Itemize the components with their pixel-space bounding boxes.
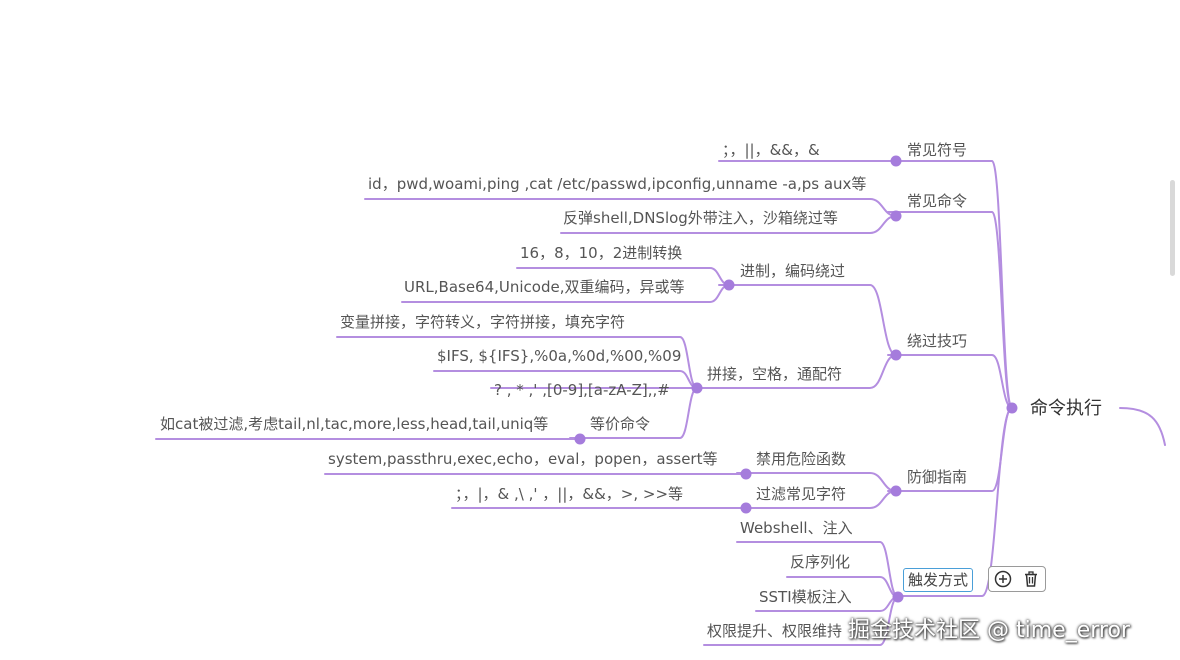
node-encoding[interactable]: 进制，编码绕过 [740, 262, 846, 280]
node-filter-chars[interactable]: 过滤常见字符 [756, 485, 847, 503]
leaf-equivalent[interactable]: 如cat被过滤,考虑tail,nl,tac,more,less,head,tai… [160, 415, 549, 433]
leaf-filter-chars[interactable]: ；，|，& ,\ ,' ，||，&&，>, >>等 [455, 485, 684, 503]
root-node[interactable]: 命令执行 [1030, 398, 1102, 419]
node-danger-func[interactable]: 禁用危险函数 [756, 450, 847, 468]
trash-icon [1025, 571, 1037, 587]
dot-defense[interactable] [890, 485, 902, 497]
node-toolbar [988, 566, 1046, 592]
connector-root-trigger [899, 407, 1013, 597]
dot-concat[interactable] [691, 382, 703, 394]
node-symbols[interactable]: 常见符号 [907, 141, 968, 159]
root-tail-connector [1119, 407, 1166, 446]
delete-node-button[interactable] [1020, 568, 1042, 590]
add-node-button[interactable] [992, 568, 1014, 590]
leaf-commands-1[interactable]: id，pwd,woami,ping ,cat /etc/passwd,ipcon… [368, 175, 867, 193]
node-commands[interactable]: 常见命令 [907, 192, 968, 210]
node-concat[interactable]: 拼接，空格，通配符 [707, 365, 843, 383]
leaf-symbols[interactable]: ；，||，&&，& [722, 141, 820, 159]
plus-circle-icon [994, 570, 1012, 588]
dot-trigger[interactable] [892, 591, 904, 603]
dot-encoding[interactable] [723, 279, 735, 291]
leaf-concat-3[interactable]: ? , * ,' ,[0-9],[a-zA-Z],,# [494, 381, 670, 399]
leaf-commands-2[interactable]: 反弹shell,DNSlog外带注入，沙箱绕过等 [563, 209, 838, 227]
leaf-encoding-2[interactable]: URL,Base64,Unicode,双重编码，异或等 [404, 278, 685, 296]
leaf-concat-1[interactable]: 变量拼接，字符转义，字符拼接，填充字符 [340, 313, 626, 331]
leaf-concat-2[interactable]: $IFS, ${IFS},%0a,%0d,%00,%09 [437, 347, 682, 365]
dot-equivalent[interactable] [574, 433, 586, 445]
dot-commands[interactable] [890, 210, 902, 222]
vertical-scrollbar[interactable] [1170, 180, 1175, 276]
dot-filter-chars[interactable] [740, 502, 752, 514]
node-equivalent[interactable]: 等价命令 [590, 415, 651, 433]
dot-symbols[interactable] [890, 155, 902, 167]
connector-root-bypass [887, 354, 1013, 409]
leaf-trigger-1[interactable]: Webshell、注入 [740, 519, 853, 537]
dot-danger-func[interactable] [740, 468, 752, 480]
leaf-trigger-2[interactable]: 反序列化 [790, 553, 851, 571]
node-defense[interactable]: 防御指南 [907, 468, 968, 486]
leaf-trigger-4[interactable]: 权限提升、权限维持 [707, 622, 843, 640]
node-trigger-selected[interactable]: 触发方式 [903, 568, 974, 592]
connector-bypass-encoding [718, 284, 897, 356]
leaf-trigger-3[interactable]: SSTI模板注入 [759, 588, 852, 606]
leaf-danger-func[interactable]: system,passthru,exec,echo，eval，popen，ass… [328, 450, 718, 468]
leaf-encoding-1[interactable]: 16，8，10，2进制转换 [520, 244, 683, 262]
dot-root[interactable] [1006, 402, 1018, 414]
dot-bypass[interactable] [890, 349, 902, 361]
watermark: 掘金技术社区 @ time_error [848, 618, 1130, 643]
node-bypass[interactable]: 绕过技巧 [907, 332, 968, 350]
connector-root-commands [887, 211, 1013, 409]
